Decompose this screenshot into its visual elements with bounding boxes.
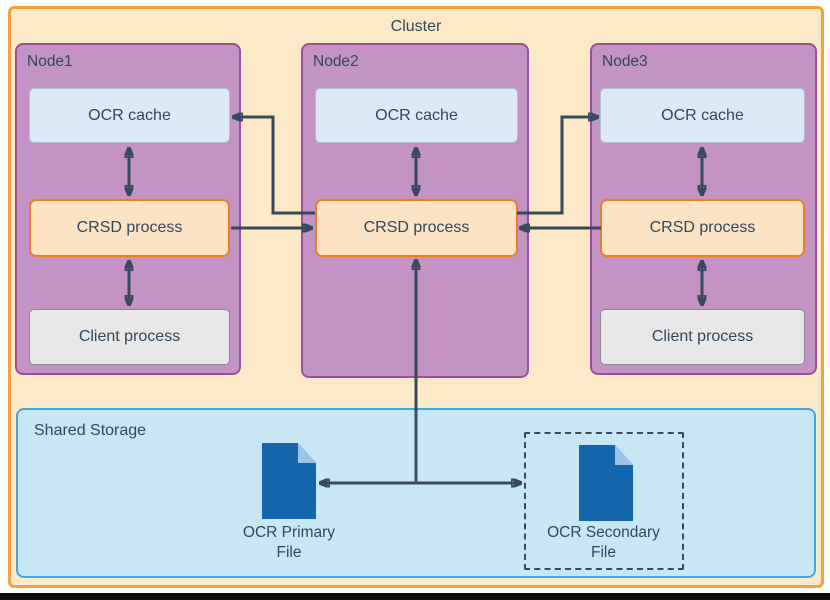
node2-ocr-cache-box: OCR cache [315, 88, 518, 143]
node3-container: Node3 OCR cache CRSD process Client proc… [590, 43, 817, 375]
node2-container: Node2 OCR cache CRSD process [301, 43, 529, 378]
document-icon-fold [615, 445, 633, 465]
cluster-title: Cluster [390, 18, 442, 35]
ocr-primary-file-icon [262, 443, 316, 519]
node2-crsd-process-label: CRSD process [363, 219, 470, 236]
node1-client-process-box: Client process [29, 309, 230, 365]
ocr-secondary-file-icon [579, 445, 633, 521]
node3-client-process-box: Client process [600, 309, 805, 365]
node3-crsd-process-label: CRSD process [649, 219, 756, 236]
node1-crsd-process-label: CRSD process [76, 219, 183, 236]
window-bottom-edge [0, 593, 830, 600]
ocr-secondary-file-dashed-box: OCR Secondary File [524, 432, 684, 570]
node3-label: Node3 [602, 53, 648, 70]
node1-container: Node1 OCR cache CRSD process Client proc… [15, 43, 241, 375]
node1-ocr-cache-box: OCR cache [29, 88, 230, 143]
node2-ocr-cache-label: OCR cache [375, 106, 458, 124]
ocr-secondary-file-label-line1: OCR Secondary [547, 524, 660, 541]
node2-label: Node2 [313, 53, 359, 70]
node1-label: Node1 [27, 53, 73, 70]
node1-client-process-label: Client process [78, 328, 181, 345]
ocr-primary-file-label-line2: File [276, 544, 302, 561]
ocr-primary-file-label: OCR Primary File [209, 523, 369, 563]
ocr-secondary-file-label: OCR Secondary File [516, 523, 691, 563]
node3-crsd-process-box: CRSD process [600, 199, 805, 257]
shared-storage-container: Shared Storage OCR Primary File OCR Seco… [16, 408, 816, 578]
node1-crsd-process-box: CRSD process [29, 199, 230, 257]
node1-ocr-cache-label: OCR cache [88, 106, 171, 124]
node3-client-process-label: Client process [651, 328, 754, 345]
shared-storage-label: Shared Storage [34, 422, 147, 439]
document-icon-fold [298, 443, 316, 463]
ocr-primary-file-label-line1: OCR Primary [242, 524, 336, 541]
node2-crsd-process-box: CRSD process [315, 199, 518, 257]
node3-ocr-cache-box: OCR cache [600, 88, 805, 143]
ocr-secondary-file-label-line2: File [591, 544, 616, 561]
node3-ocr-cache-label: OCR cache [661, 106, 744, 124]
